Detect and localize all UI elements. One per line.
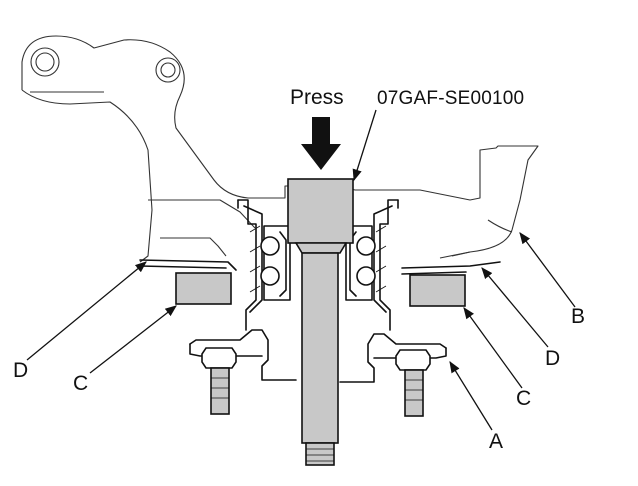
bearing-housing [237,199,399,331]
leader-d-right [481,267,549,348]
support-plate-d-left [139,259,237,271]
leader-c-left [89,305,177,374]
label-d-right: D [545,347,561,370]
label-a: A [489,430,504,453]
label-c-right: C [516,387,532,410]
steering-knuckle-outline [21,35,539,263]
block-c-left [175,272,232,305]
label-b: B [571,305,586,328]
tool-leader-line [352,109,377,182]
press-tool-07gaf-se00100 [287,178,354,466]
wheel-bearing [260,225,376,301]
block-c-right [409,274,466,307]
press-arrow-icon [301,117,341,170]
leader-a [449,361,493,431]
wheel-stud-right [395,349,431,417]
label-d-left: D [13,359,29,382]
wheel-stud-left [201,347,237,415]
leader-c-right [463,307,523,389]
tool-number-label: 07GAF-SE00100 [377,88,525,109]
leader-b [519,232,576,308]
press-label: Press [290,86,344,109]
leader-d-left [26,261,147,361]
label-c-left: C [73,372,89,395]
support-plate-d-right [401,261,501,275]
